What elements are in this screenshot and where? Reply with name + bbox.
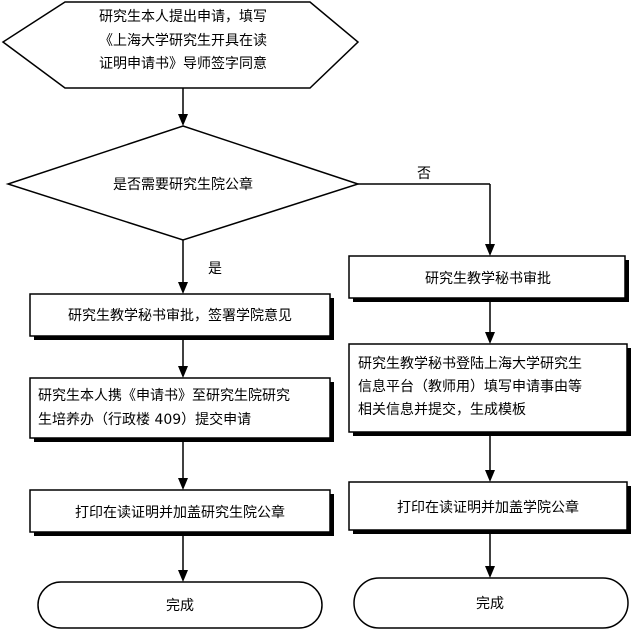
start-text-line-1: 研究生本人提出申请，填写 — [99, 9, 267, 25]
right-step-1-text: 研究生教学秘书审批 — [425, 271, 551, 287]
right-step-3-text: 打印在读证明并加盖学院公章 — [397, 499, 579, 516]
arrow-decision-yes — [178, 240, 188, 294]
right-step-2-text-line-1: 研究生教学秘书登陆上海大学研究生 — [358, 356, 582, 372]
right-step-2-text-line-3: 相关信息并提交，生成模板 — [358, 401, 526, 418]
right-step-1: 研究生教学秘书审批 — [348, 255, 629, 302]
start-text-line-3: 证明申请书》导师签字同意 — [99, 55, 267, 72]
arrow-left-1-to-2 — [178, 340, 188, 378]
decision-text: 是否需要研究生院公章 — [113, 176, 253, 193]
arrow-right-2-to-3 — [485, 436, 495, 482]
left-step-2-text-line-2: 生培养办（行政楼 409）提交申请 — [38, 411, 251, 428]
left-step-3-text: 打印在读证明并加盖研究生院公章 — [75, 504, 285, 521]
decision-node: 是否需要研究生院公章 — [5, 125, 361, 241]
start-hexagon — [1, 1, 360, 89]
left-end-text: 完成 — [166, 598, 194, 614]
arrow-right-1-to-2 — [485, 302, 495, 344]
left-step-3: 打印在读证明并加盖研究生院公章 — [29, 489, 334, 536]
arrow-left-2-to-3 — [178, 442, 188, 490]
right-step-2: 研究生教学秘书登陆上海大学研究生 信息平台（教师用）填写申请事由等 相关信息并提… — [348, 343, 631, 436]
right-end-text: 完成 — [476, 596, 504, 612]
arrow-decision-no — [358, 183, 495, 256]
left-end-node: 完成 — [37, 581, 323, 629]
left-step-1: 研究生教学秘书审批，签署学院意见 — [29, 293, 334, 340]
right-end-node: 完成 — [353, 577, 629, 629]
left-step-2-text-line-1: 研究生本人携《申请书》至研究生院研究 — [38, 388, 290, 404]
yes-label: 是 — [208, 261, 222, 277]
arrow-start-to-decision — [178, 88, 188, 126]
arrow-right-3-to-end — [485, 534, 495, 578]
start-text-line-2: 《上海大学研究生开具在读 — [99, 32, 267, 49]
left-step-2: 研究生本人携《申请书》至研究生院研究 生培养办（行政楼 409）提交申请 — [29, 377, 334, 442]
right-step-2-text-line-2: 信息平台（教师用）填写申请事由等 — [358, 378, 582, 395]
right-step-3: 打印在读证明并加盖学院公章 — [348, 481, 631, 534]
arrow-left-3-to-end — [178, 536, 188, 582]
left-step-1-text: 研究生教学秘书审批，签署学院意见 — [68, 307, 292, 324]
start-node: 研究生本人提出申请，填写 《上海大学研究生开具在读 证明申请书》导师签字同意 — [1, 1, 360, 89]
no-label: 否 — [417, 166, 431, 182]
